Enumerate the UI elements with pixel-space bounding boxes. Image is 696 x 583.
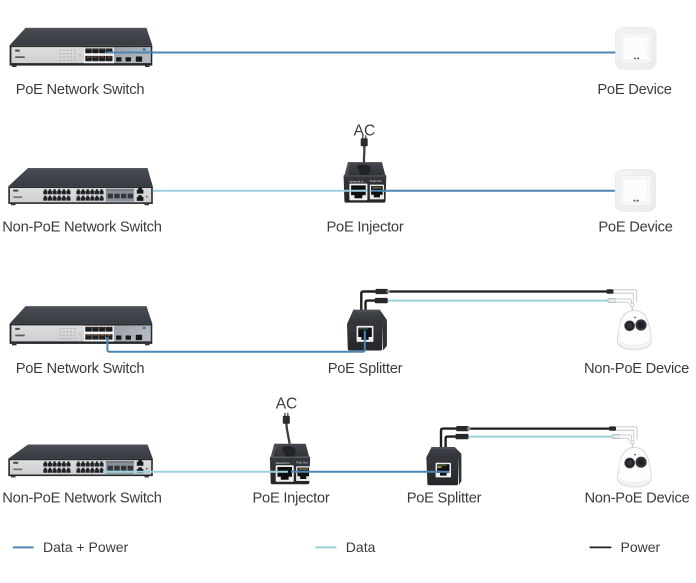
svg-text:Power: Power <box>621 539 661 555</box>
svg-text:Non-PoE Network Switch: Non-PoE Network Switch <box>2 490 161 506</box>
svg-text:PoE Device: PoE Device <box>598 220 672 236</box>
svg-text:PoE Injector: PoE Injector <box>326 220 403 236</box>
svg-text:PoE Out: PoE Out <box>296 461 308 465</box>
svg-text:Data + Power: Data + Power <box>43 539 129 555</box>
svg-text:AC: AC <box>276 395 298 412</box>
svg-text:Non-PoE Device: Non-PoE Device <box>584 490 689 506</box>
svg-text:Network In: Network In <box>349 180 364 184</box>
svg-text:Non-PoE Network Switch: Non-PoE Network Switch <box>2 220 161 236</box>
svg-text:Data: Data <box>346 539 376 555</box>
svg-text:Network In: Network In <box>276 461 291 465</box>
svg-text:PoE Network Switch: PoE Network Switch <box>16 82 145 98</box>
svg-text:Non-PoE Device: Non-PoE Device <box>584 361 689 377</box>
svg-text:PoE Splitter: PoE Splitter <box>328 361 403 377</box>
svg-text:PoE Injector: PoE Injector <box>252 490 329 506</box>
svg-text:PoE Device: PoE Device <box>597 82 671 98</box>
svg-text:PoE Out: PoE Out <box>370 179 382 183</box>
svg-text:AC: AC <box>354 122 376 139</box>
svg-text:PoE Network Switch: PoE Network Switch <box>16 361 145 377</box>
svg-text:PoE Splitter: PoE Splitter <box>407 490 482 506</box>
